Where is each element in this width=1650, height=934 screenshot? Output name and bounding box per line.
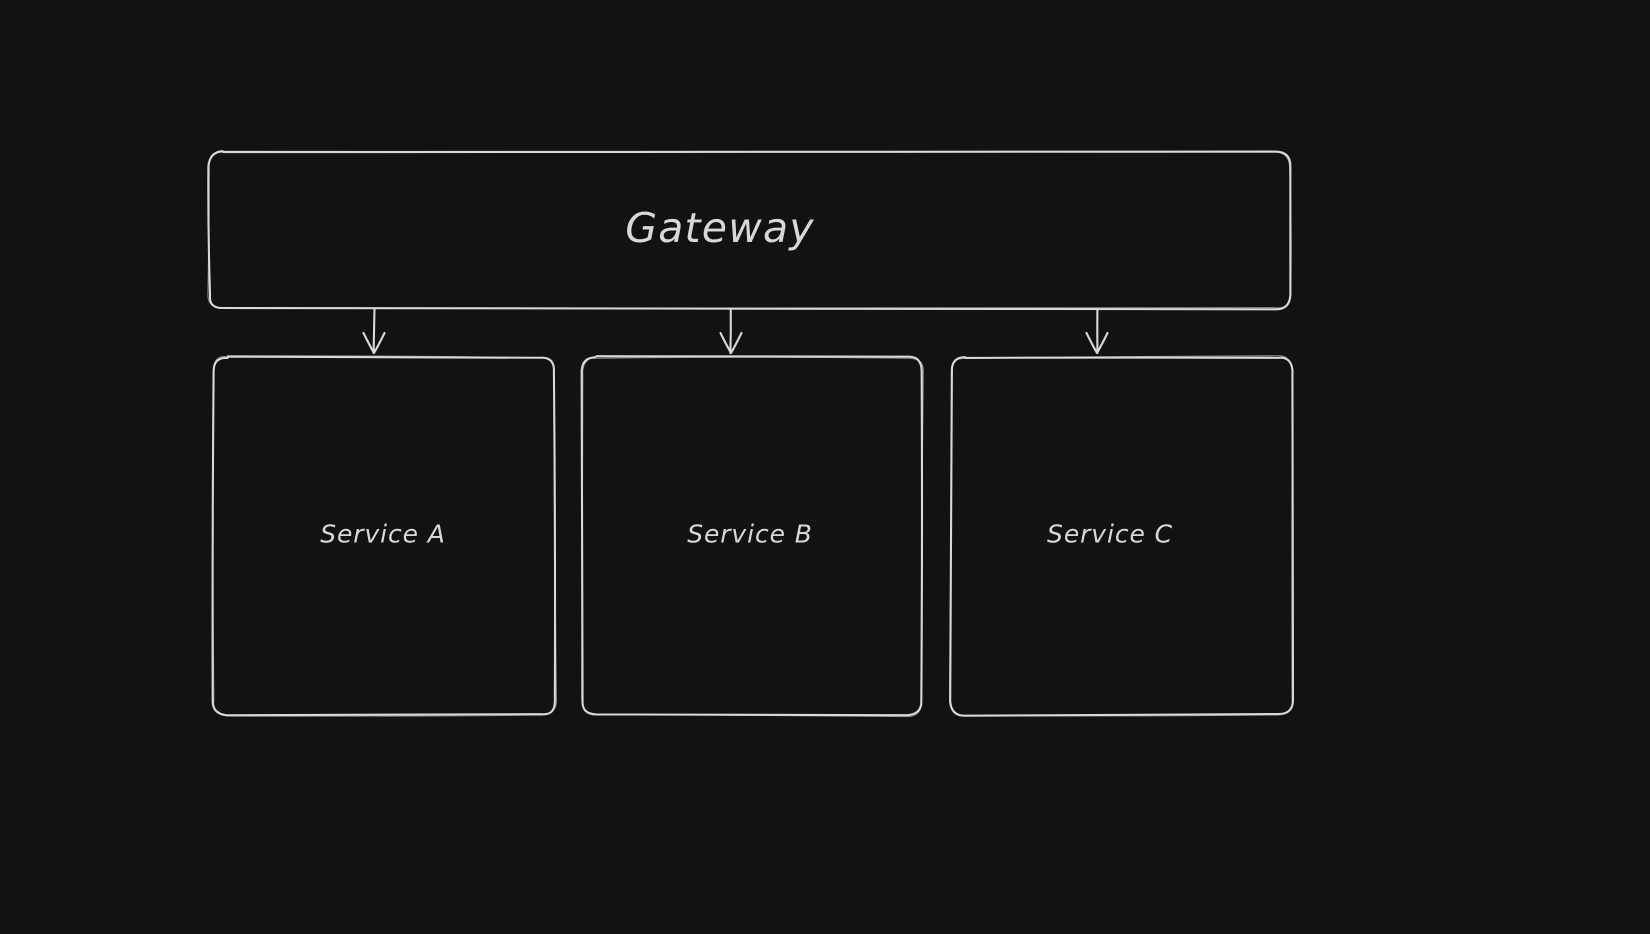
node-outline-sketch-pass [949,355,1294,717]
node-outline [211,355,557,717]
node-service-b[interactable] [580,355,924,718]
arrowhead-icon [1085,331,1109,355]
node-service-c[interactable] [949,355,1295,717]
edge-shaft [372,307,376,355]
node-outline [580,355,924,717]
node-outline-sketch-pass [207,150,1292,310]
nodes-layer [207,150,1295,718]
edges-layer [362,307,1109,355]
node-outline-sketch-pass [581,355,924,718]
node-outline-sketch-pass [212,355,558,717]
arrowhead-icon [362,331,386,355]
edge-gateway-to-service-b[interactable] [719,307,743,355]
edge-gateway-to-service-a[interactable] [362,307,386,355]
arrowhead-icon [719,331,743,355]
edge-gateway-to-service-c[interactable] [1085,307,1109,355]
node-outline [207,150,1292,311]
node-gateway[interactable] [207,150,1292,311]
node-service-a[interactable] [211,355,558,717]
node-outline [949,356,1295,717]
